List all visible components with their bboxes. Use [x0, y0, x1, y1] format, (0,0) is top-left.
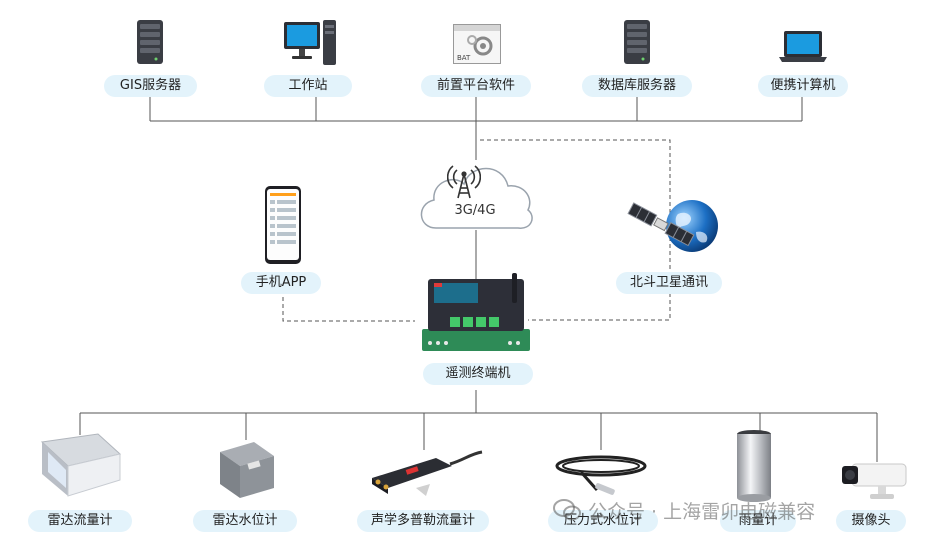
mobile-app-label: 手机APP: [241, 272, 321, 294]
gis-server-label: GIS服务器: [104, 75, 197, 97]
watermark: 公众号 · 上海雷卯电磁兼容: [552, 497, 815, 523]
wechat-icon: [553, 499, 581, 521]
beidou-satellite-icon: [627, 200, 718, 252]
camera-icon: [842, 463, 907, 499]
workstation-icon: [284, 20, 336, 65]
laptop-icon: [779, 31, 827, 62]
radar-flow-label: 雷达流量计: [28, 510, 132, 532]
workstation-label: 工作站: [264, 75, 352, 97]
cell-tower-icon: [447, 165, 481, 199]
rain-gauge-icon: [737, 430, 771, 502]
telemetry-terminal-icon: [422, 273, 530, 351]
pressure-level-meter-icon: [555, 455, 647, 495]
watermark-text: 公众号 · 上海雷卯电磁兼容: [588, 500, 816, 523]
beidou-label: 北斗卫星通讯: [616, 272, 722, 294]
radar-level-meter-icon: [220, 442, 274, 498]
rain-gauge-label: 雨量计: [720, 510, 796, 532]
bat-logo-text: BAT: [457, 54, 471, 62]
front-platform-label: 前置平台软件: [421, 75, 531, 97]
camera-label: 摄像头: [836, 510, 906, 532]
db-server-icon: [624, 20, 650, 64]
doppler-label: 声学多普勒流量计: [357, 510, 489, 532]
mobile-phone-icon: [265, 186, 301, 264]
front-platform-logo-icon: BAT: [453, 24, 501, 64]
pressure-level-label: 压力式水位计: [548, 510, 658, 532]
radar-level-label: 雷达水位计: [193, 510, 297, 532]
cloud-label: 3G/4G: [454, 203, 496, 218]
mobile-dashed-link: [282, 290, 415, 322]
radar-flow-meter-icon: [40, 433, 122, 497]
doppler-flow-meter-icon: [372, 450, 483, 496]
db-server-label: 数据库服务器: [582, 75, 692, 97]
laptop-label: 便携计算机: [758, 75, 848, 97]
gis-server-icon: [137, 20, 163, 64]
terminal-label: 遥测终端机: [423, 363, 533, 385]
